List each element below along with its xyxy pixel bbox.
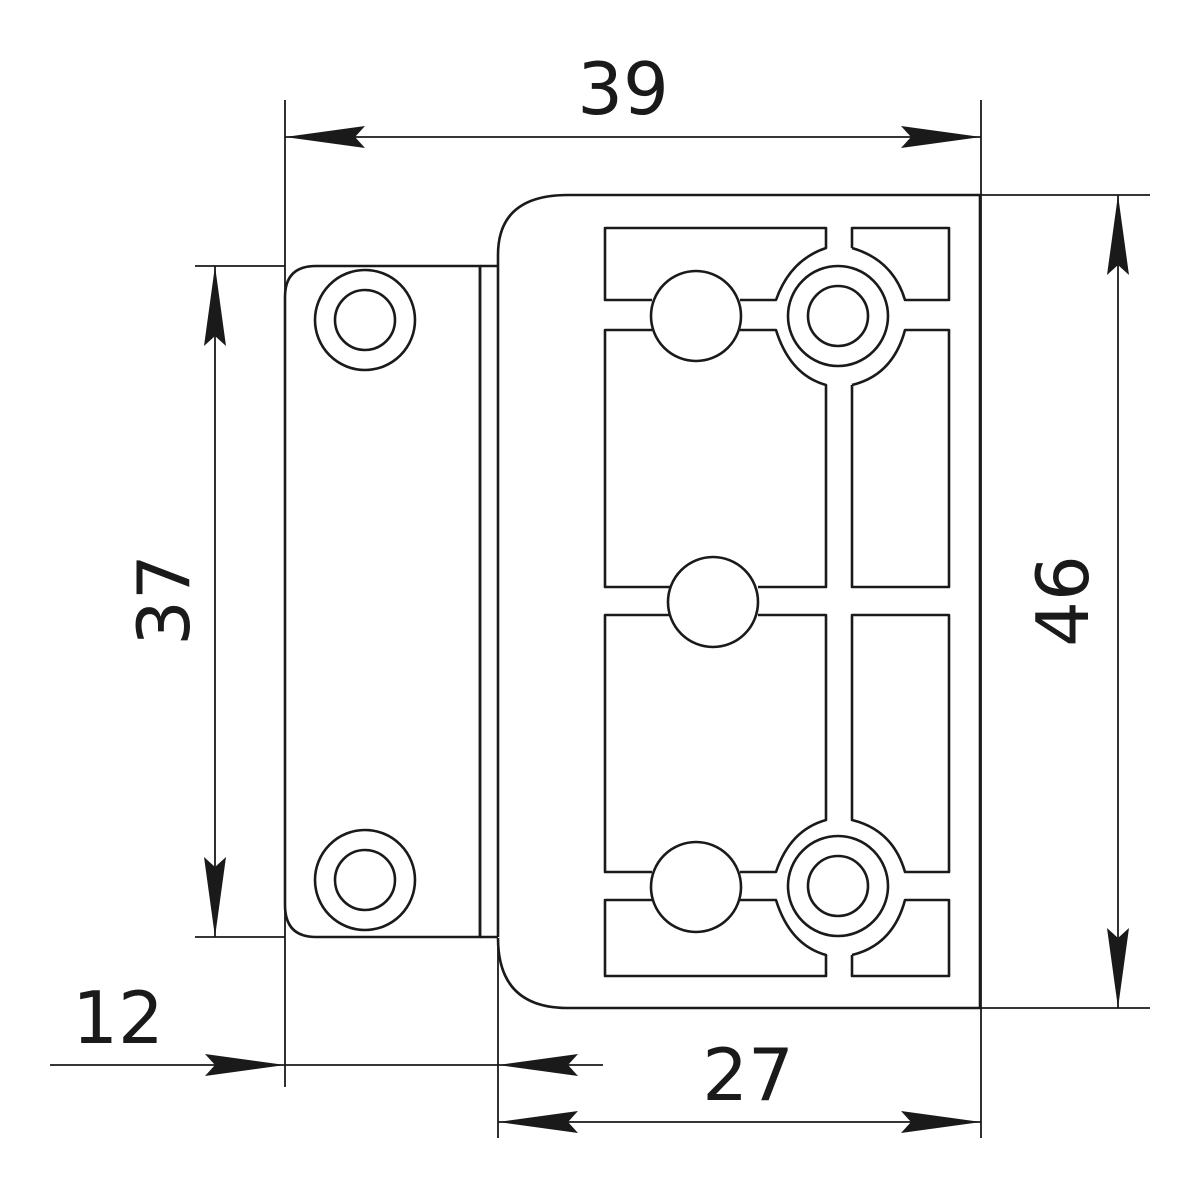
arrowhead-bottom [204,857,226,937]
countersink-outer [313,828,417,932]
dim-label-plate-width: 27 [702,1033,794,1117]
arrowhead-bottom [1107,928,1129,1008]
dim-label-total-height: 46 [1021,555,1105,647]
screw-hole [806,284,870,348]
dimension-flap-height: 37 [122,266,226,937]
countersunk-hole-top [313,268,417,372]
dimension-flap-width: 12 [50,976,603,1076]
countersink-outer [786,834,890,938]
screw-hole [333,288,397,352]
pocket-lower-left [603,613,828,874]
screw-hole [333,848,397,912]
dim-label-flap-height: 37 [122,554,206,646]
dim-label-total-width: 39 [577,47,669,131]
pocket-upper-left [603,328,828,589]
screw-hole [806,854,870,918]
dimension-total-height: 46 [1021,195,1129,1008]
pin-middle [666,555,760,649]
arrowhead-right [901,1111,981,1133]
countersink-outer [313,268,417,372]
arrowhead-left [205,1054,285,1076]
extension-lines [195,100,1150,1138]
arrowhead-left [498,1111,578,1133]
arrowhead-left [285,126,365,148]
pocket-bottom-right [850,898,951,978]
pocket-top-right [850,226,951,302]
arrowhead-top [204,266,226,346]
arrowhead-right [498,1054,578,1076]
countersink-outer [786,264,890,368]
arrowhead-top [1107,195,1129,275]
dimension-total-width: 39 [285,47,981,148]
pocket-top-left [603,226,828,302]
narrow-flap [283,264,500,939]
plate-hole-top [786,264,890,368]
countersunk-hole-bottom [313,828,417,932]
pocket-bottom-left [603,898,828,978]
pocket-lower-right [850,613,951,874]
arrowhead-right [901,126,981,148]
pin-bottom [649,840,743,934]
pin-top [649,269,743,363]
wide-plate-outline [496,193,982,1010]
plate-hole-bottom [786,834,890,938]
dimension-plate-width: 27 [498,1033,981,1133]
dim-label-flap-width: 12 [72,976,164,1060]
wide-plate [496,193,982,1010]
pocket-upper-right [850,328,951,589]
rib-pockets [603,226,951,978]
